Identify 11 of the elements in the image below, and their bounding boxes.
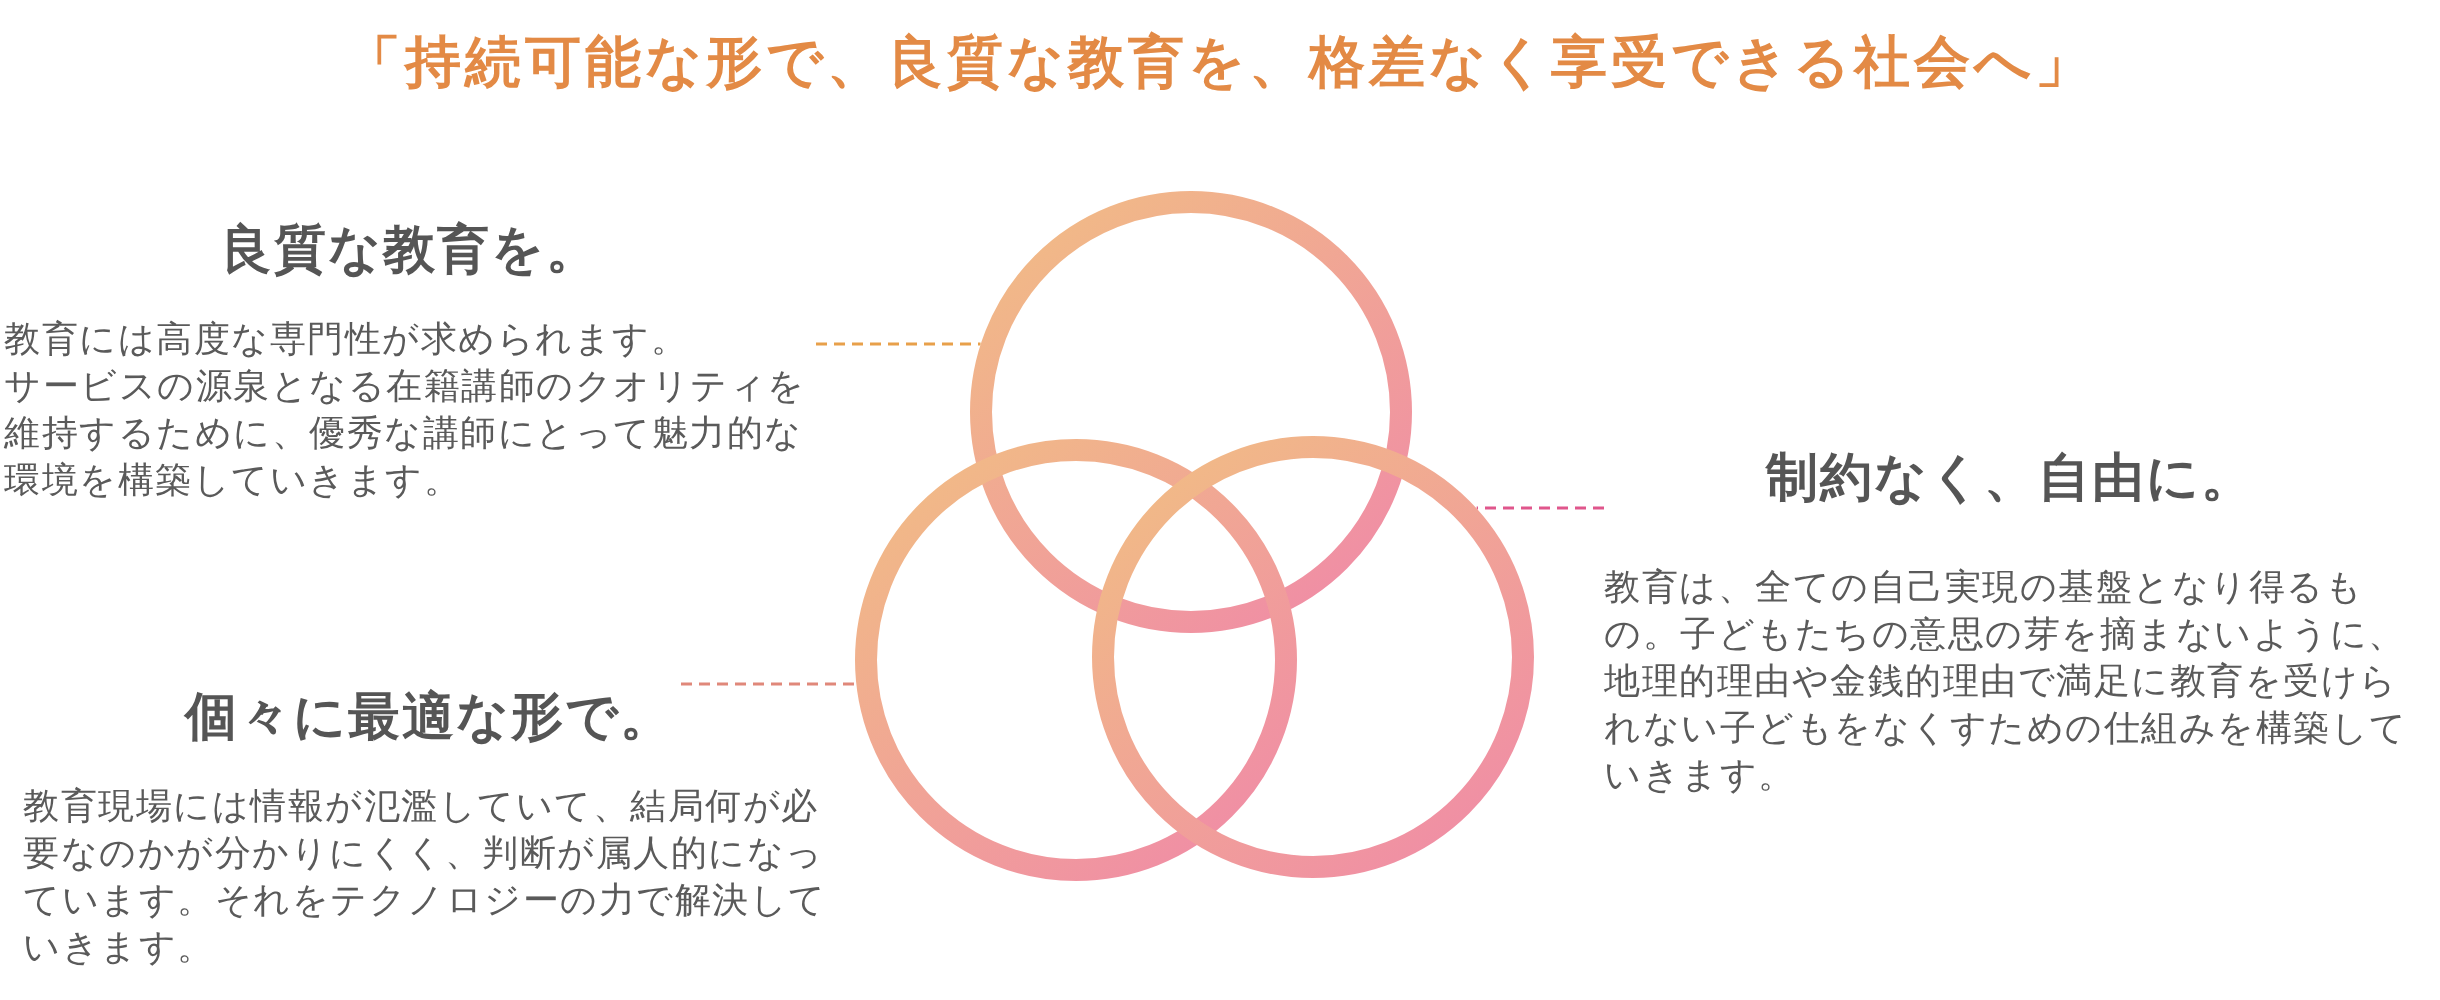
leader-line	[816, 342, 981, 346]
body-text: 教育現場には情報が氾濫していて、結局何が必要なのかが分かりにくく、判断が属人的になっています。それをテクノロジーの力で解決していきます。	[23, 784, 828, 969]
body-text: 教育は、全ての自己実現の基盤となり得るもの。子どもたちの意思の芽を摘まないように、地理的理由や金銭的理由で満足に教育を受けられない子どもをなくすための仕組みを構築していきます。	[1604, 565, 2409, 797]
leader-line	[681, 682, 857, 686]
section-heading: 良質な教育を。	[220, 218, 600, 281]
page-title: 「持続可能な形で、良質な教育を、格差なく享受できる社会へ」	[345, 28, 2095, 96]
section-heading: 個々に最適な形で。	[184, 685, 674, 748]
body-text: 教育には高度な専門性が求められます。	[4, 317, 689, 361]
section-heading: 制約なく、自由に。	[1765, 446, 2255, 509]
leader-line	[1476, 506, 1604, 510]
body-text: サービスの源泉となる在籍講師のクオリティを維持するために、優秀な講師にとって魅力的な環境を構築していきます。	[4, 364, 807, 502]
